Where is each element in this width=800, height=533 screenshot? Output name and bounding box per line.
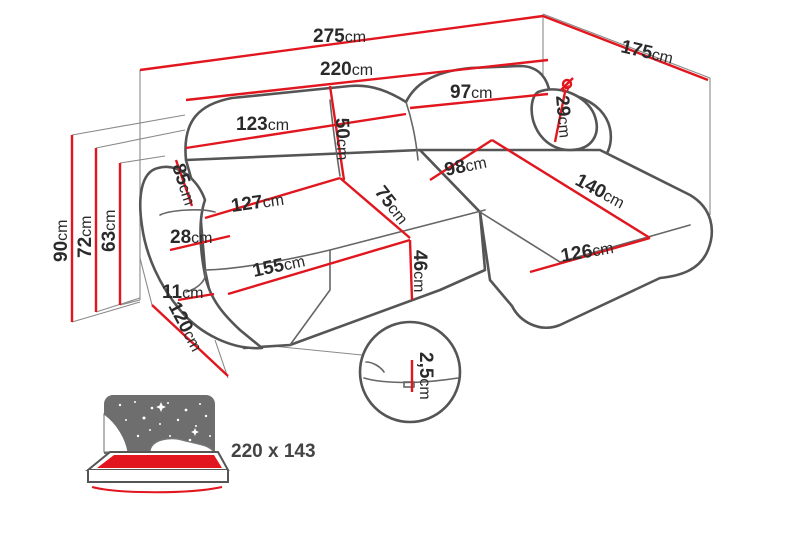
label-arm-width: 28cm bbox=[170, 227, 212, 248]
label-arm-height: 63cm bbox=[99, 210, 120, 252]
label-chaise-front: 126cm bbox=[559, 237, 615, 267]
label-diameter-symbol: ø bbox=[562, 81, 570, 95]
label-arm-top: 11cm bbox=[162, 282, 203, 303]
bed-size-label: 220 x 143 bbox=[231, 441, 316, 462]
sofa-chaise bbox=[418, 148, 714, 329]
label-pillow-diameter: 29cm bbox=[551, 95, 576, 139]
label-seat-height: 46cm bbox=[409, 250, 430, 292]
label-left-back-width: 123cm bbox=[236, 114, 289, 135]
detail-magnifier-icon bbox=[358, 320, 462, 424]
extension-lines bbox=[71, 13, 711, 379]
sofa-round-pillow bbox=[530, 88, 599, 152]
sleeping-function-icon bbox=[85, 395, 230, 494]
dimension-lines bbox=[70, 14, 709, 377]
label-back-height-inner: 50cm bbox=[331, 117, 353, 160]
label-back-height: 72cm bbox=[75, 216, 96, 258]
label-total-height: 90cm bbox=[51, 220, 72, 262]
label-seat-back-length: 220cm bbox=[320, 59, 373, 80]
label-left-seat-depth: 127cm bbox=[230, 189, 285, 217]
label-chaise-width: 98cm bbox=[443, 152, 489, 181]
label-total-length: 275cm bbox=[313, 26, 366, 47]
sofa-drawing bbox=[139, 64, 714, 350]
label-cushion-thickness: 2,5cm bbox=[415, 352, 436, 400]
label-right-back-width: 97cm bbox=[450, 82, 492, 103]
label-depth-right: 175cm bbox=[619, 36, 675, 68]
dimension-labels: 275cm 175cm 220cm 123cm 97cm 29cm ø 50cm… bbox=[51, 26, 675, 400]
